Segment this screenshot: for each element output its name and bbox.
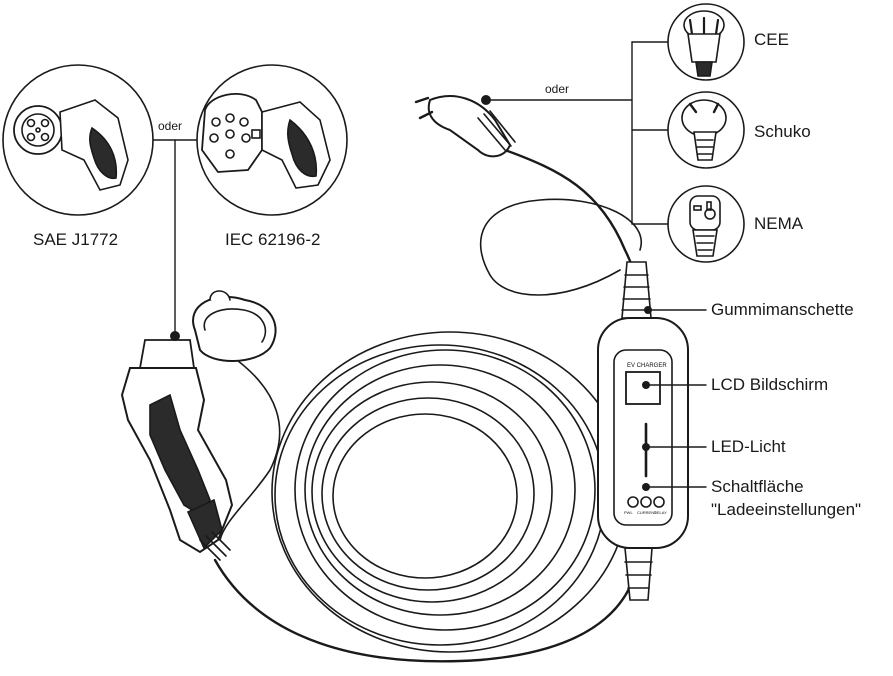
rubber-sleeve-label: Gummimanschette (711, 300, 854, 319)
led-light-label: LED-Licht (711, 437, 786, 456)
ev-charger-screen-caption: EV CHARGER (627, 363, 667, 369)
main-plug (414, 95, 516, 158)
callout-dot-led (642, 443, 650, 451)
sae-j1772-label: SAE J1772 (33, 230, 119, 249)
button-caption-current: CURRENT (637, 510, 657, 515)
coiled-cable (271, 331, 629, 653)
upper-cable-loop (479, 198, 643, 296)
cee-label: CEE (754, 30, 789, 49)
left-or-label: oder (158, 119, 183, 133)
schuko-plug-art (681, 99, 727, 161)
button-label-line2: "Ladeeinstellungen" (711, 500, 862, 519)
nema-label: NEMA (754, 214, 804, 233)
iec-62196-2-label: IEC 62196-2 (225, 230, 321, 249)
left-leader-dot (170, 331, 180, 341)
nema-plug-art (689, 195, 721, 257)
cee-plug-art (683, 10, 725, 77)
sae-connector-art (13, 99, 129, 191)
left-leader-lines (152, 139, 198, 336)
callout-dot-button (642, 483, 650, 491)
lower-sleeve (624, 547, 653, 601)
lcd-screen-label: LCD Bildschirm (711, 375, 829, 394)
right-or-label: oder (545, 82, 570, 96)
callout-lines (645, 309, 707, 488)
cap-tether (219, 354, 281, 541)
schuko-label: Schuko (754, 122, 811, 141)
control-box (597, 317, 689, 549)
right-leader-dot (481, 95, 491, 105)
connector-cap (192, 290, 277, 362)
button-caption-pwl: PWL (624, 510, 633, 515)
callout-dot-sleeve (644, 306, 652, 314)
iec-connector-art (201, 93, 331, 189)
charging-handle (120, 339, 234, 561)
button-caption-delay: DELAY (654, 510, 667, 515)
callout-dot-lcd (642, 381, 650, 389)
button-label-line1: Schaltfläche (711, 477, 804, 496)
upper-sleeve (621, 261, 652, 319)
right-leader-lines (487, 41, 669, 225)
lower-cable (213, 538, 642, 663)
